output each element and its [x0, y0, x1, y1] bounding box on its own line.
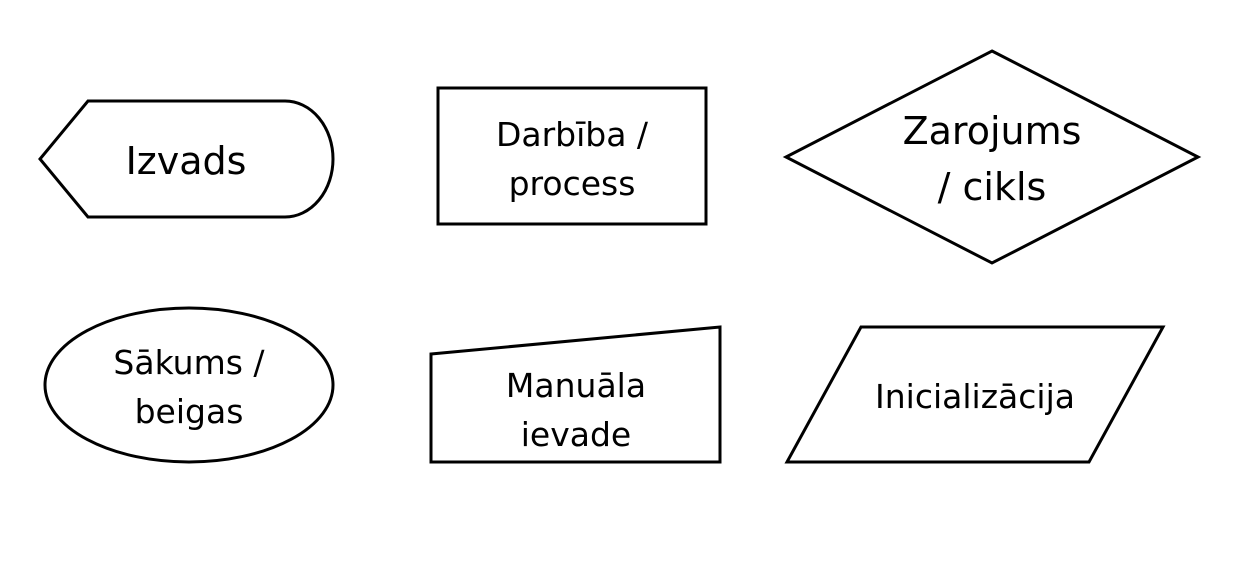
decision-label-line-1: Zarojums	[903, 109, 1082, 153]
decision-diamond-shape: Zarojums / cikls	[782, 49, 1202, 265]
initialization-label: Inicializācija	[875, 377, 1075, 416]
manual-input-label-line-1: Manuāla	[506, 366, 646, 405]
decision-label-line-2: / cikls	[938, 165, 1047, 209]
process-label-line-2: process	[509, 164, 636, 203]
manual-input-shape: Manuāla ievade	[429, 325, 722, 464]
terminator-ellipse-shape: Sākums / beigas	[43, 306, 335, 464]
process-rectangle-shape: Darbība / process	[436, 86, 708, 226]
terminator-label-line-2: beigas	[135, 392, 244, 431]
output-display-shape: Izvads	[38, 99, 335, 219]
process-label-line-1: Darbība /	[496, 115, 649, 154]
terminator-label-line-1: Sākums /	[113, 343, 265, 382]
output-label: Izvads	[126, 139, 247, 183]
initialization-parallelogram-shape: Inicializācija	[784, 325, 1166, 464]
manual-input-label-line-2: ievade	[521, 415, 631, 454]
